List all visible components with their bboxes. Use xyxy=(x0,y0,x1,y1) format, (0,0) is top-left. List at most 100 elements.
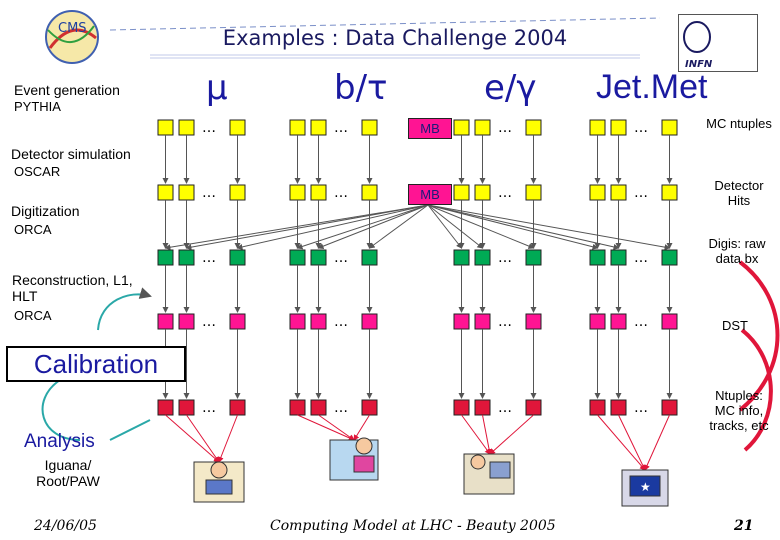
ellipsis: … xyxy=(634,185,648,201)
category-jetmet: Jet.Met xyxy=(596,68,708,106)
box xyxy=(289,249,306,266)
stage-event-generation: Event generation xyxy=(14,82,120,98)
mb-fan-arrow xyxy=(427,204,599,250)
analysis-link xyxy=(109,419,151,441)
box xyxy=(361,119,378,136)
box xyxy=(289,184,306,201)
mb-fan-arrow xyxy=(185,204,429,251)
mb-fan-arrow xyxy=(317,204,429,249)
box xyxy=(229,249,246,266)
analysis-tool: Iguana/ Root/PAW xyxy=(36,457,100,489)
ellipsis: … xyxy=(202,250,216,266)
mb-fan-arrow xyxy=(427,204,484,249)
box xyxy=(157,313,174,330)
mb-fan-arrow xyxy=(236,204,429,250)
footer-title: Computing Model at LHC - Beauty 2005 xyxy=(270,518,556,534)
stage-reconstruction: Reconstruction, L1, HLT xyxy=(12,272,133,304)
stage-tool-orca-reco: ORCA xyxy=(14,308,52,323)
box xyxy=(229,399,246,416)
category-b-tau: b/τ xyxy=(334,68,388,108)
box xyxy=(589,399,606,416)
calibration-arrow-down xyxy=(41,379,81,441)
analyst-figure-2 xyxy=(329,437,379,481)
box xyxy=(361,184,378,201)
calibration-arrow-up xyxy=(97,287,152,331)
box xyxy=(589,313,606,330)
box xyxy=(310,313,327,330)
analysis-arrow xyxy=(461,414,491,455)
analyst-figure-3 xyxy=(463,453,515,495)
box xyxy=(661,249,678,266)
box xyxy=(474,313,491,330)
box xyxy=(474,399,491,416)
box xyxy=(229,184,246,201)
box xyxy=(310,119,327,136)
curved-arrow-digi-to-ntuple xyxy=(738,260,780,412)
box xyxy=(178,399,195,416)
analysis-arrow xyxy=(318,414,355,441)
ellipsis: … xyxy=(498,120,512,136)
box xyxy=(157,119,174,136)
box xyxy=(453,119,470,136)
box xyxy=(178,249,195,266)
right-label-ntuples: Ntuples: MC info, tracks, etc xyxy=(709,388,769,433)
box xyxy=(178,119,195,136)
box xyxy=(525,119,542,136)
box xyxy=(453,399,470,416)
box xyxy=(361,249,378,266)
box xyxy=(525,184,542,201)
mb-label-digi: MB xyxy=(408,184,452,205)
mb-fan-arrow xyxy=(368,204,429,249)
ellipsis: … xyxy=(202,400,216,416)
ellipsis: … xyxy=(202,314,216,330)
svg-text:★: ★ xyxy=(640,480,651,494)
box xyxy=(610,184,627,201)
ellipsis: … xyxy=(334,250,348,266)
mb-fan-arrow xyxy=(427,204,463,249)
analysis-arrow xyxy=(482,414,493,455)
mb-fan-arrow xyxy=(296,204,429,250)
box xyxy=(525,313,542,330)
box xyxy=(229,119,246,136)
page-title: Examples : Data Challenge 2004 xyxy=(222,26,568,50)
mb-fan-arrow xyxy=(164,204,429,251)
analysis-arrow xyxy=(186,414,220,463)
analysis-label: Analysis xyxy=(24,431,95,452)
box xyxy=(589,184,606,201)
box xyxy=(310,249,327,266)
right-label-detector-hits: Detector Hits xyxy=(714,178,764,208)
analysis-arrow xyxy=(165,414,220,463)
box xyxy=(178,184,195,201)
box xyxy=(589,119,606,136)
stage-tool-orca-digi: ORCA xyxy=(14,222,52,237)
right-label-dst: DST xyxy=(722,318,748,333)
ellipsis: … xyxy=(634,400,648,416)
analysis-arrow xyxy=(618,414,646,471)
mb-fan-arrow xyxy=(427,204,620,250)
box xyxy=(474,249,491,266)
box xyxy=(474,184,491,201)
box xyxy=(289,119,306,136)
box xyxy=(229,313,246,330)
box xyxy=(525,399,542,416)
analysis-arrow xyxy=(644,414,670,471)
infn-logo: INFN xyxy=(678,14,758,72)
box xyxy=(157,184,174,201)
box xyxy=(310,184,327,201)
box xyxy=(178,313,195,330)
box xyxy=(661,184,678,201)
category-mu: μ xyxy=(206,68,228,108)
box xyxy=(453,313,470,330)
box xyxy=(453,249,470,266)
box xyxy=(661,119,678,136)
curved-arrow-dst-to-analysis xyxy=(740,328,773,452)
box xyxy=(474,119,491,136)
footer-date: 24/06/05 xyxy=(34,518,97,534)
right-label-digis: Digis: raw data bx xyxy=(708,236,766,266)
box xyxy=(661,399,678,416)
box xyxy=(610,119,627,136)
box xyxy=(589,249,606,266)
box xyxy=(310,399,327,416)
